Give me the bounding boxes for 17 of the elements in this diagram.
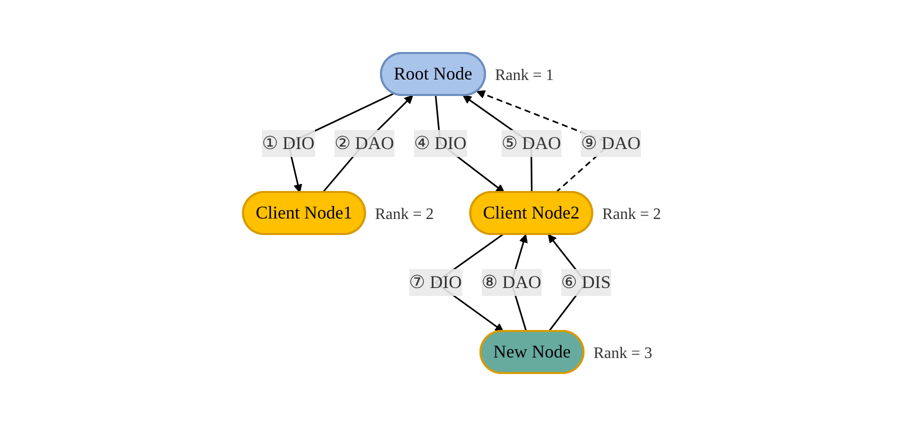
edge-label: ⑨ DAO <box>580 132 640 152</box>
arrow <box>322 94 414 193</box>
edge-label: ② DAO <box>334 132 394 152</box>
node-label: New Node <box>493 340 571 361</box>
rank-label: Rank = 1 <box>494 66 554 84</box>
edge-label: ⑤ DAO <box>501 132 561 152</box>
node-label: Client Node1 <box>256 202 352 222</box>
edge-label: ④ DIO <box>414 132 466 152</box>
edge-label: ⑧ DAO <box>482 271 542 292</box>
node-label: Client Node2 <box>482 202 580 222</box>
rank-label: Rank = 3 <box>593 344 652 362</box>
rank-label: Rank = 2 <box>374 206 434 222</box>
edge-label: ⑦ DIO <box>409 271 462 292</box>
node-label: Root Node <box>394 63 472 83</box>
rank-label: Rank = 2 <box>602 206 661 222</box>
edge-label: ⑥ DIS <box>561 271 611 292</box>
edge-label: ① DIO <box>262 132 315 152</box>
